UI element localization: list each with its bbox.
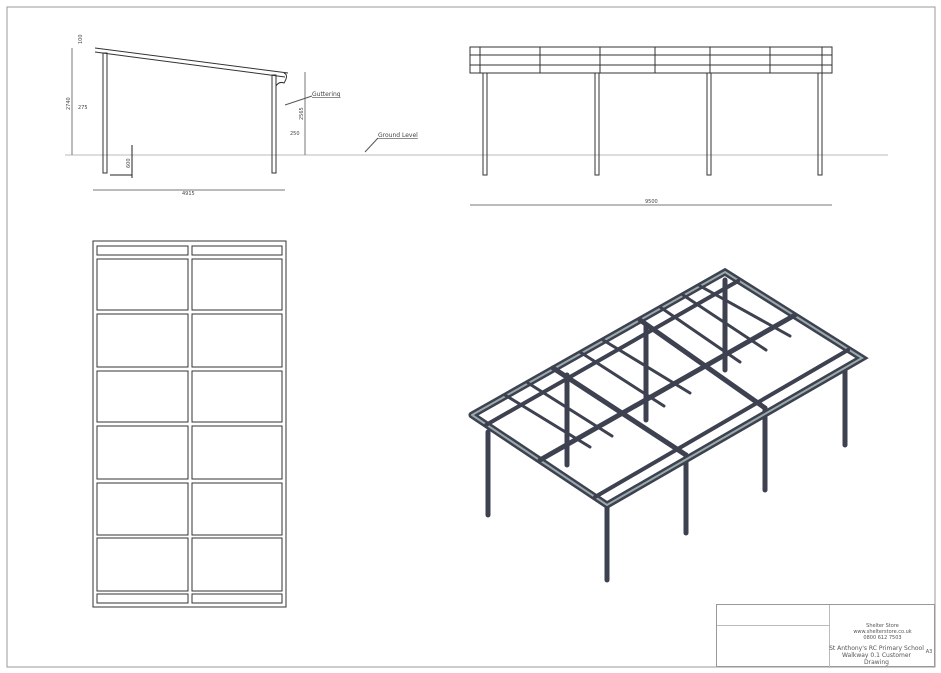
dim-left-height: 2740 <box>66 97 72 110</box>
front-elevation <box>469 46 888 206</box>
sheet-border <box>6 6 936 668</box>
dim-foundation: 600 <box>126 158 132 168</box>
side-elevation <box>65 47 470 191</box>
title-block: Shelter Store www.shelterstore.co.uk 080… <box>716 604 935 668</box>
project-name: St Anthony's RC Primary School <box>829 645 924 652</box>
drawing-name: Walkway 0.1 Customer Drawing <box>841 652 911 666</box>
plan-view <box>92 240 287 608</box>
dim-top-rise: 100 <box>78 34 84 44</box>
dim-right-offset: 250 <box>290 131 300 137</box>
sheet-size: A3 <box>925 649 933 655</box>
company-phone: 0800 612 7503 <box>863 635 902 641</box>
dim-width: 4915 <box>182 191 195 197</box>
label-ground-level: Ground Level <box>378 132 418 139</box>
company-name: Shelter Store <box>866 623 899 629</box>
company-website: www.shelterstore.co.uk <box>853 629 912 635</box>
dim-length: 9500 <box>645 199 658 205</box>
isometric-view <box>468 267 869 583</box>
dim-left-offset: 275 <box>78 105 88 111</box>
label-guttering: Guttering <box>312 91 341 98</box>
dim-right-height: 2565 <box>299 107 305 120</box>
